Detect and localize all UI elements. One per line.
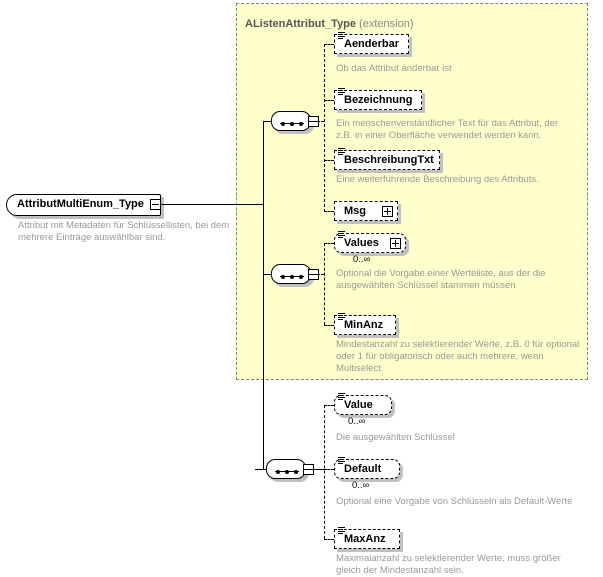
connector-branch-bottom: [324, 405, 325, 539]
attribute-glyph-icon: [338, 313, 346, 321]
minus-icon[interactable]: [150, 199, 161, 210]
connector-main-trunk: [263, 122, 264, 470]
attribute-glyph-icon: [338, 527, 346, 535]
node-maxanz[interactable]: MaxAnz: [334, 527, 400, 549]
connector-trunk-to-seq-bottom: [255, 469, 267, 470]
node-description-bezeichnung: Ein menschenverständlicher Text für das …: [336, 118, 559, 141]
connector-seq-bottom-out: [304, 469, 324, 470]
connector-to-values: [324, 243, 334, 244]
plus-icon[interactable]: [390, 238, 401, 249]
extension-panel-title: AListenAttribut_Type (extension): [245, 18, 414, 30]
extension-panel: [236, 3, 588, 380]
node-values[interactable]: Values: [334, 231, 406, 253]
connector-to-minanz: [324, 325, 334, 326]
root-type-node[interactable]: AttributMultiEnum_Type: [6, 194, 161, 216]
extension-kind-label: (extension): [359, 18, 414, 30]
sequence-icon: [271, 264, 311, 284]
sequence-dots: [280, 274, 304, 279]
node-label: MinAnz: [344, 318, 384, 331]
sequence-icon: [271, 111, 311, 131]
sequence-dots: [275, 469, 299, 474]
node-description-maxanz: Maximalanzahl zu selektierender Werte, m…: [336, 553, 561, 576]
connector-to-value: [324, 405, 334, 406]
connector-root-to-trunk: [161, 204, 263, 205]
attribute-glyph-icon: [338, 148, 346, 156]
node-description-default: Optional eine Vorgabe von Schlüsseln als…: [336, 496, 573, 507]
node-label: Aenderbar: [344, 37, 400, 50]
connector-trunk-to-seq-middle: [263, 274, 272, 275]
node-aenderbar[interactable]: Aenderbar: [334, 32, 409, 54]
node-label: Msg: [344, 204, 366, 217]
node-value[interactable]: Value: [334, 393, 392, 415]
connector-to-default: [324, 469, 334, 470]
sequence-compositor-middle[interactable]: [271, 262, 323, 288]
root-type-description: Attribut mit Metadaten für Schlüssellist…: [18, 220, 230, 243]
connector-branch-top: [324, 44, 325, 212]
connector-to-bezeichnung: [324, 100, 334, 101]
connector-to-msg: [324, 211, 334, 212]
node-bezeichnung[interactable]: Bezeichnung: [334, 88, 422, 110]
node-default[interactable]: Default: [334, 457, 400, 479]
plus-icon[interactable]: [382, 206, 393, 217]
connector-trunk-to-seq-top: [263, 121, 272, 122]
attribute-glyph-icon: [338, 393, 346, 401]
attribute-glyph-icon: [338, 32, 346, 40]
node-label: Values: [344, 236, 379, 249]
sequence-icon: [266, 459, 306, 479]
node-label: Bezeichnung: [344, 93, 413, 106]
node-description-aenderbar: Ob das Attribut änderbar ist: [336, 63, 452, 74]
connector-to-maxanz: [324, 539, 334, 540]
node-label: Value: [344, 398, 373, 411]
node-description-values: Optional die Vorgabe einer Werteliste, a…: [336, 268, 546, 291]
node-beschreibungtxt[interactable]: BeschreibungTxt: [334, 148, 440, 170]
connector-seq-middle-out: [309, 274, 324, 275]
connector-seq-top-out: [309, 121, 324, 122]
attribute-glyph-icon: [338, 231, 346, 239]
occurrence-default: 0..∞: [352, 480, 370, 491]
sequence-compositor-top[interactable]: [271, 109, 323, 135]
node-description-beschreibungtxt: Eine weiterführende Beschreibung des Att…: [336, 174, 539, 185]
connector-branch-middle: [324, 243, 325, 325]
sequence-dots: [280, 121, 304, 126]
occurrence-values: 0..∞: [353, 254, 371, 265]
occurrence-value: 0..∞: [348, 416, 366, 427]
extension-type-name: AListenAttribut_Type: [245, 18, 357, 30]
node-label: Default: [344, 462, 382, 475]
root-type-label: AttributMultiEnum_Type: [17, 198, 144, 210]
attribute-glyph-icon: [338, 88, 346, 96]
connector-to-aenderbar: [324, 44, 334, 45]
node-description-value: Die ausgewählten Schlüssel: [336, 432, 455, 443]
node-msg[interactable]: Msg: [334, 201, 398, 221]
node-description-minanz: Mindestanzahl zu selektierender Werte, z…: [336, 339, 580, 374]
node-label: MaxAnz: [344, 532, 386, 545]
connector-to-beschreibungtxt: [324, 160, 334, 161]
sequence-compositor-bottom[interactable]: [266, 457, 318, 483]
attribute-glyph-icon: [338, 457, 346, 465]
node-label: BeschreibungTxt: [344, 153, 434, 166]
node-minanz[interactable]: MinAnz: [334, 313, 396, 335]
